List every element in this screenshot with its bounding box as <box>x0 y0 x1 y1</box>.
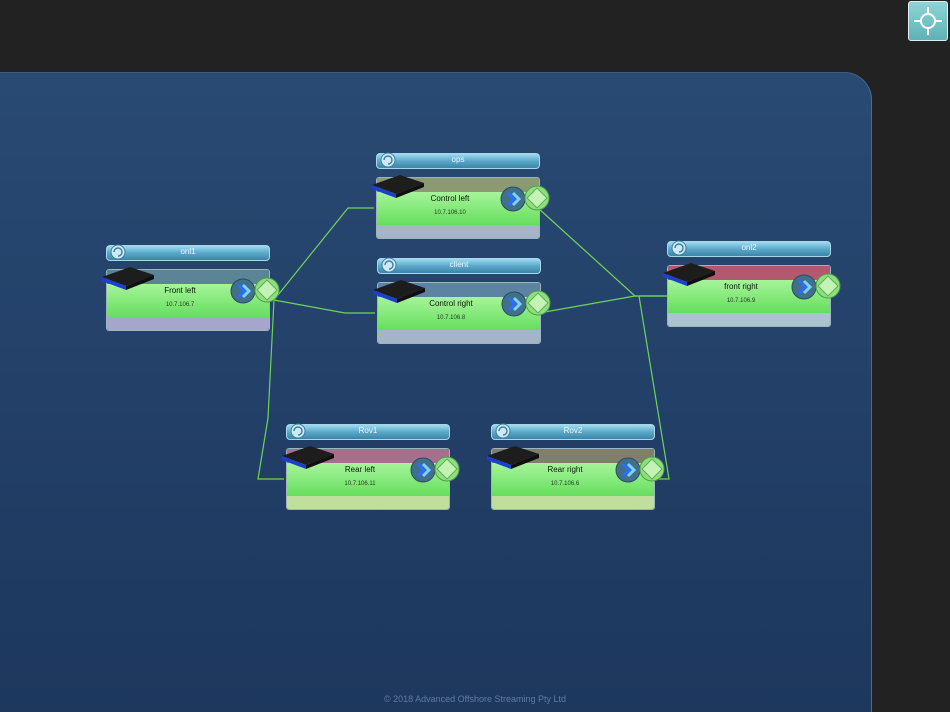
node-group-label: Rov2 <box>563 426 583 435</box>
status-indicator-icon[interactable] <box>254 277 280 303</box>
node-group-label: Rov1 <box>358 426 378 435</box>
stream-arrow-icon[interactable] <box>500 186 526 212</box>
node-group-label: onl2 <box>741 243 757 252</box>
status-indicator-icon[interactable] <box>524 185 550 211</box>
group-swirl-icon <box>380 152 396 168</box>
node-footer-band <box>668 313 830 326</box>
node-group-header[interactable]: Rov2 <box>491 423 655 440</box>
node-name: Rear right <box>547 465 583 474</box>
node-group-header[interactable]: onl1 <box>106 244 270 261</box>
node-group-header[interactable]: Rov1 <box>286 423 450 440</box>
node-group-header[interactable]: onl2 <box>667 240 831 257</box>
node-footer-band <box>287 496 449 509</box>
node-ip-address: 10.7.106.11 <box>344 481 376 487</box>
encoder-device-icon <box>372 175 424 198</box>
stream-arrow-icon[interactable] <box>230 278 256 304</box>
node-group-header[interactable]: ops <box>376 152 540 169</box>
status-indicator-icon[interactable] <box>639 456 665 482</box>
node-ip-address: 10.7.106.10 <box>434 210 466 216</box>
encoder-device-icon <box>373 280 425 303</box>
node-name: Front left <box>164 286 196 295</box>
node-name: front right <box>724 282 758 291</box>
node-ip-address: 10.7.106.8 <box>436 315 466 321</box>
encoder-device-icon <box>102 267 154 290</box>
node-group-label: ops <box>451 155 465 164</box>
crosshair-icon <box>914 7 942 35</box>
stream-arrow-icon[interactable] <box>615 457 641 483</box>
status-indicator-icon[interactable] <box>815 273 841 299</box>
group-swirl-icon <box>110 244 126 260</box>
group-swirl-icon <box>495 423 511 439</box>
group-swirl-icon <box>290 423 306 439</box>
stream-arrow-icon[interactable] <box>791 274 817 300</box>
node-footer-band <box>107 317 269 330</box>
group-swirl-icon <box>671 240 687 256</box>
node-ip-address: 10.7.106.7 <box>165 302 195 308</box>
node-name: Control right <box>429 299 473 308</box>
node-ip-address: 10.7.106.9 <box>726 298 756 304</box>
copyright-footer: © 2018 Advanced Offshore Streaming Pty L… <box>383 694 567 704</box>
encoder-device-icon <box>282 446 334 469</box>
node-footer-band <box>378 330 540 343</box>
status-indicator-icon[interactable] <box>525 290 551 316</box>
node-footer-band <box>492 496 654 509</box>
node-group-label: client <box>449 260 469 269</box>
node-name: Control left <box>430 194 470 203</box>
node-group-header[interactable]: client <box>377 257 541 274</box>
stream-arrow-icon[interactable] <box>410 457 436 483</box>
locate-button[interactable] <box>908 1 948 41</box>
node-name: Rear left <box>344 465 376 474</box>
encoder-device-icon <box>487 446 539 469</box>
node-footer-band <box>377 225 539 238</box>
node-ip-address: 10.7.106.6 <box>550 481 580 487</box>
group-swirl-icon <box>381 257 397 273</box>
stream-arrow-icon[interactable] <box>501 291 527 317</box>
node-group-label: onl1 <box>180 247 196 256</box>
status-indicator-icon[interactable] <box>434 456 460 482</box>
encoder-device-icon <box>663 263 715 286</box>
